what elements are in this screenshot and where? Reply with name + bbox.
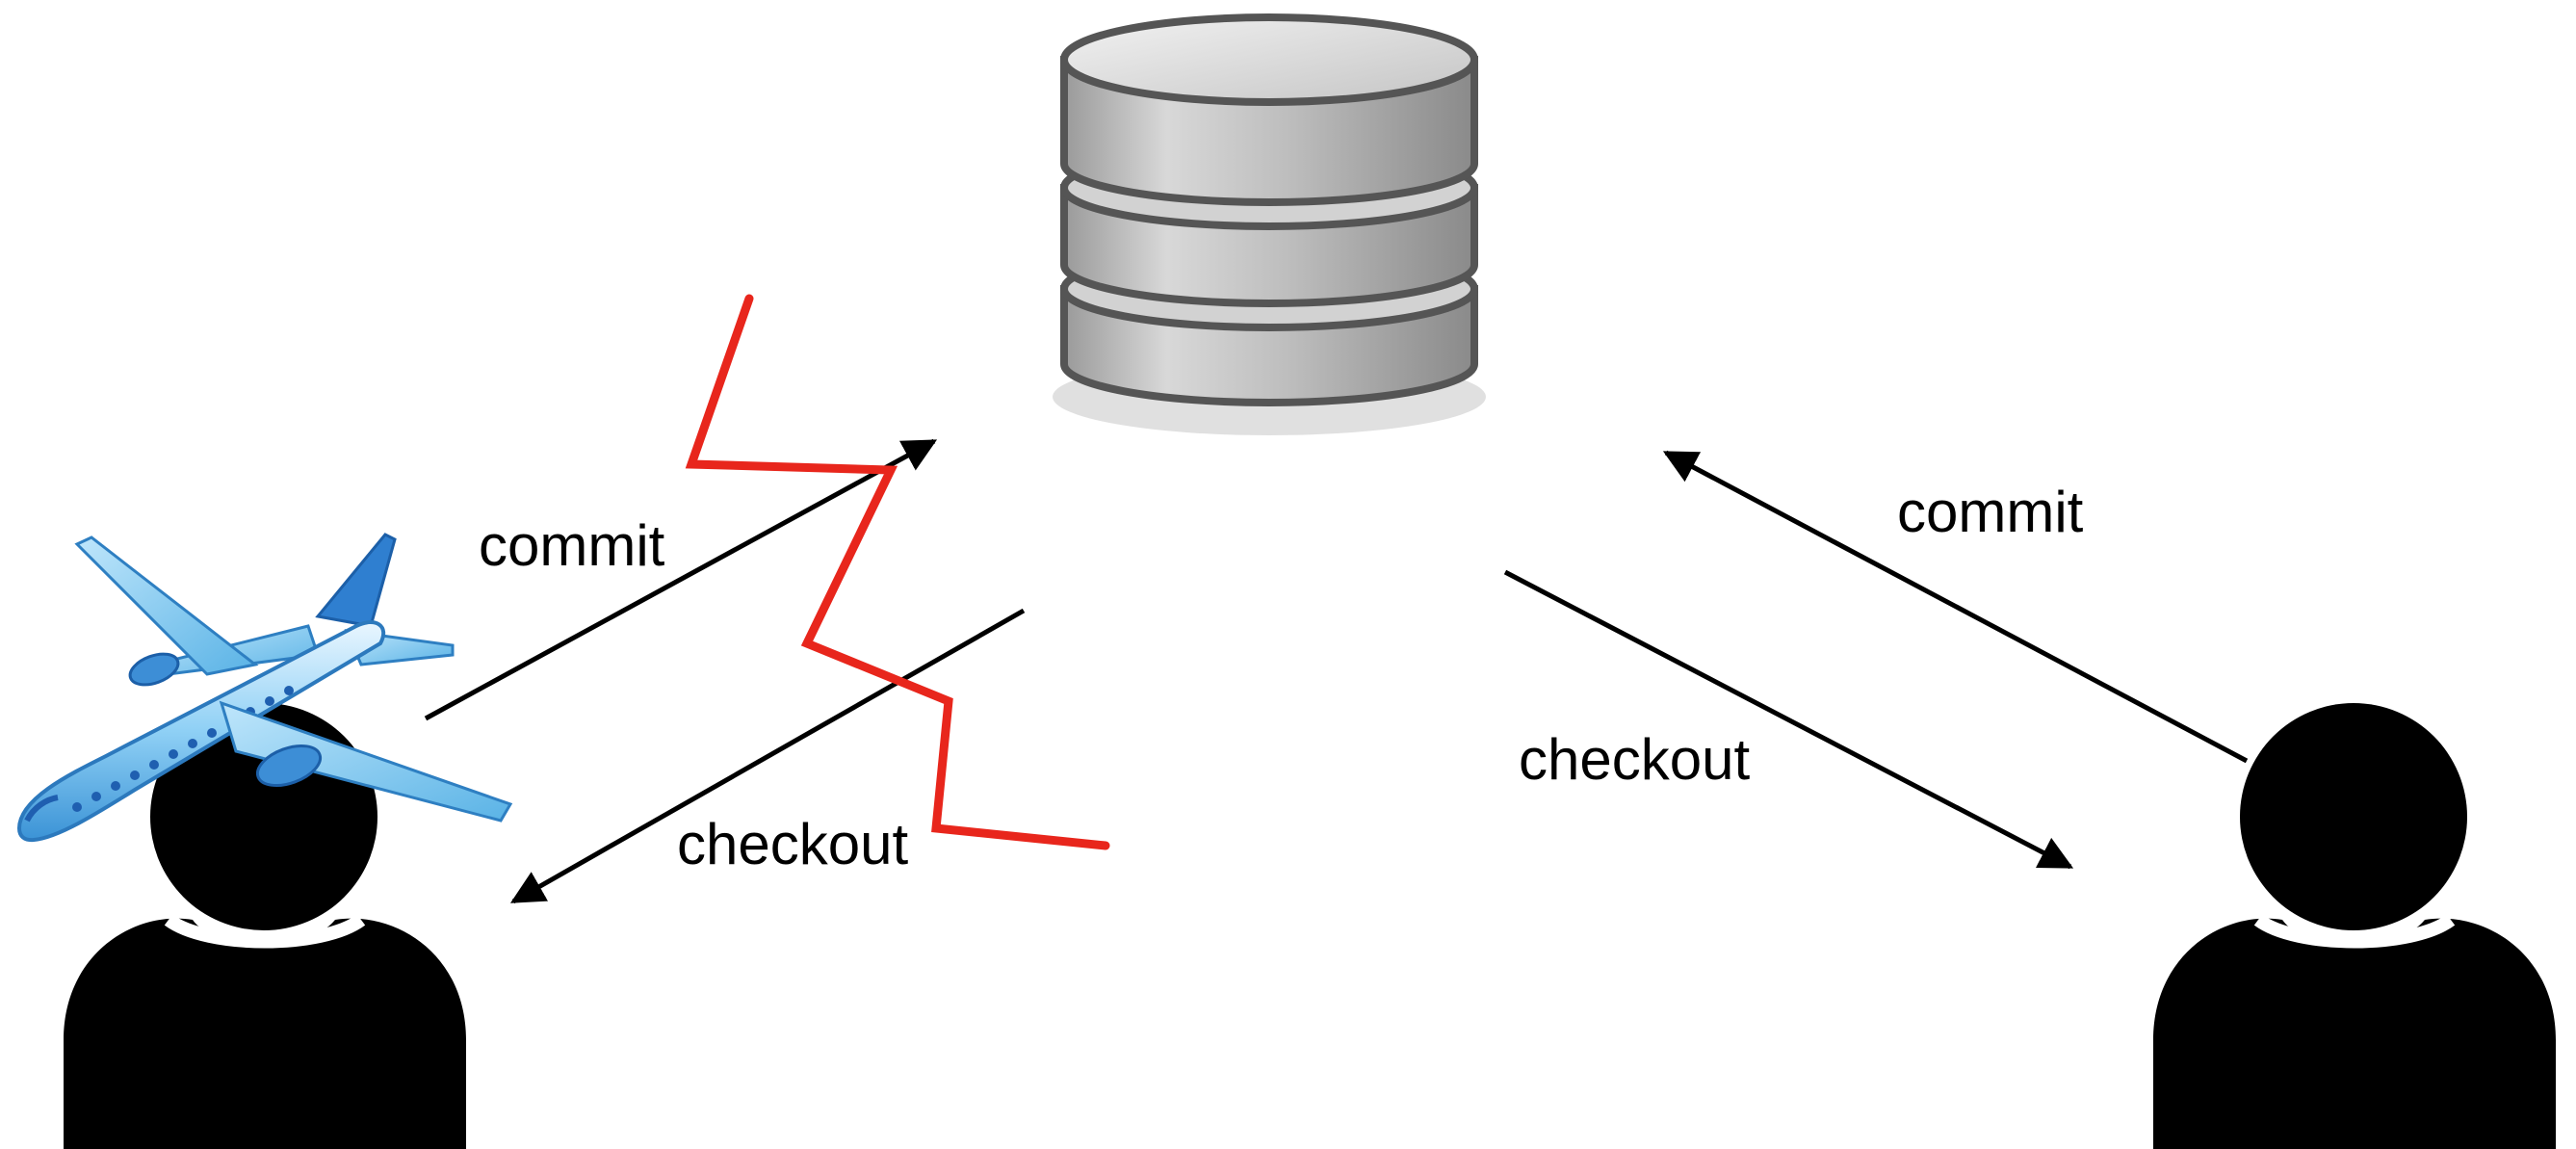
database-icon xyxy=(1053,13,1486,435)
left-commit-label: commit xyxy=(479,513,665,578)
right-commit-arrow xyxy=(1662,450,2249,764)
left-commit-arrow xyxy=(424,438,938,721)
right-user-icon xyxy=(2153,703,2556,1149)
left-checkout-label: checkout xyxy=(677,812,909,876)
right-commit-label: commit xyxy=(1897,480,2084,544)
airplane-icon xyxy=(16,533,513,843)
right-checkout-label: checkout xyxy=(1519,727,1751,792)
right-checkout-arrow xyxy=(1503,569,2074,870)
left-checkout-arrow xyxy=(509,608,1026,904)
lightning-break-icon xyxy=(685,294,1110,850)
